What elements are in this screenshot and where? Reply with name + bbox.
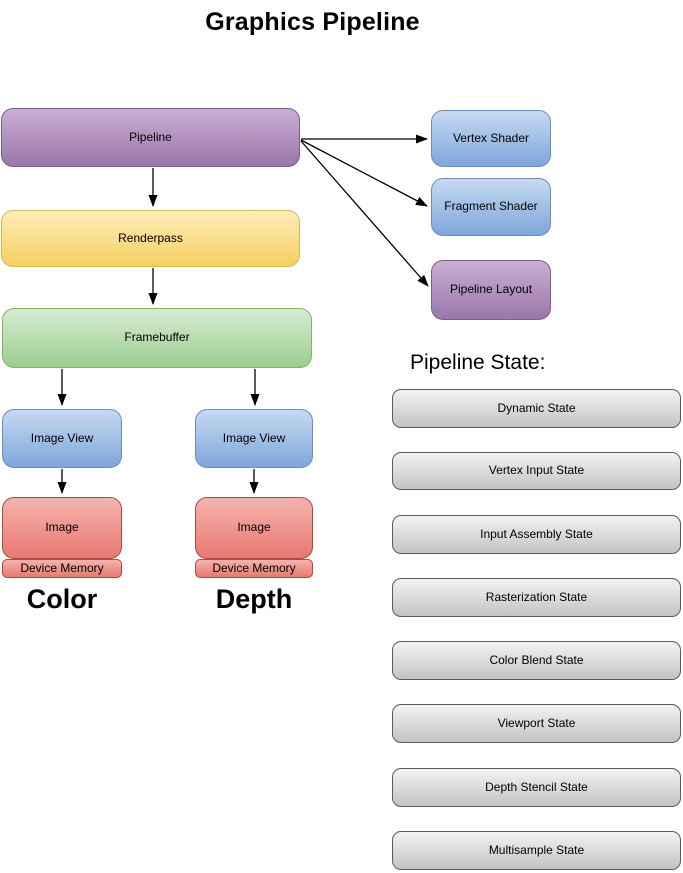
state-item-color-blend: Color Blend State xyxy=(392,641,681,680)
node-renderpass: Renderpass xyxy=(1,210,300,267)
node-device-memory-color: Device Memory xyxy=(2,559,122,578)
state-item-depth-stencil: Depth Stencil State xyxy=(392,768,681,807)
state-item-vertex-input: Vertex Input State xyxy=(392,452,681,490)
pipeline-state-heading: Pipeline State: xyxy=(410,351,546,374)
node-image-view-depth: Image View xyxy=(195,409,313,468)
edge-pipeline-fragment-shader xyxy=(300,139,428,207)
node-pipeline-layout: Pipeline Layout xyxy=(431,260,551,320)
node-framebuffer: Framebuffer xyxy=(2,308,312,368)
node-image-view-color: Image View xyxy=(2,409,122,468)
node-image-depth: Image xyxy=(195,497,313,559)
edge-pipeline-pipeline-layout xyxy=(300,140,429,287)
node-device-memory-depth: Device Memory xyxy=(195,559,313,578)
column-label-color: Color xyxy=(26,584,98,614)
state-item-multisample: Multisample State xyxy=(392,831,681,870)
state-item-rasterization: Rasterization State xyxy=(392,578,681,617)
column-label-depth: Depth xyxy=(215,584,293,614)
state-item-viewport: Viewport State xyxy=(392,704,681,743)
node-pipeline: Pipeline xyxy=(1,108,300,167)
node-fragment-shader: Fragment Shader xyxy=(431,178,551,236)
diagram-title: Graphics Pipeline xyxy=(205,8,420,36)
state-item-dynamic: Dynamic State xyxy=(392,389,681,428)
state-item-input-assembly: Input Assembly State xyxy=(392,515,681,554)
node-image-color: Image xyxy=(2,497,122,559)
node-vertex-shader: Vertex Shader xyxy=(431,110,551,167)
